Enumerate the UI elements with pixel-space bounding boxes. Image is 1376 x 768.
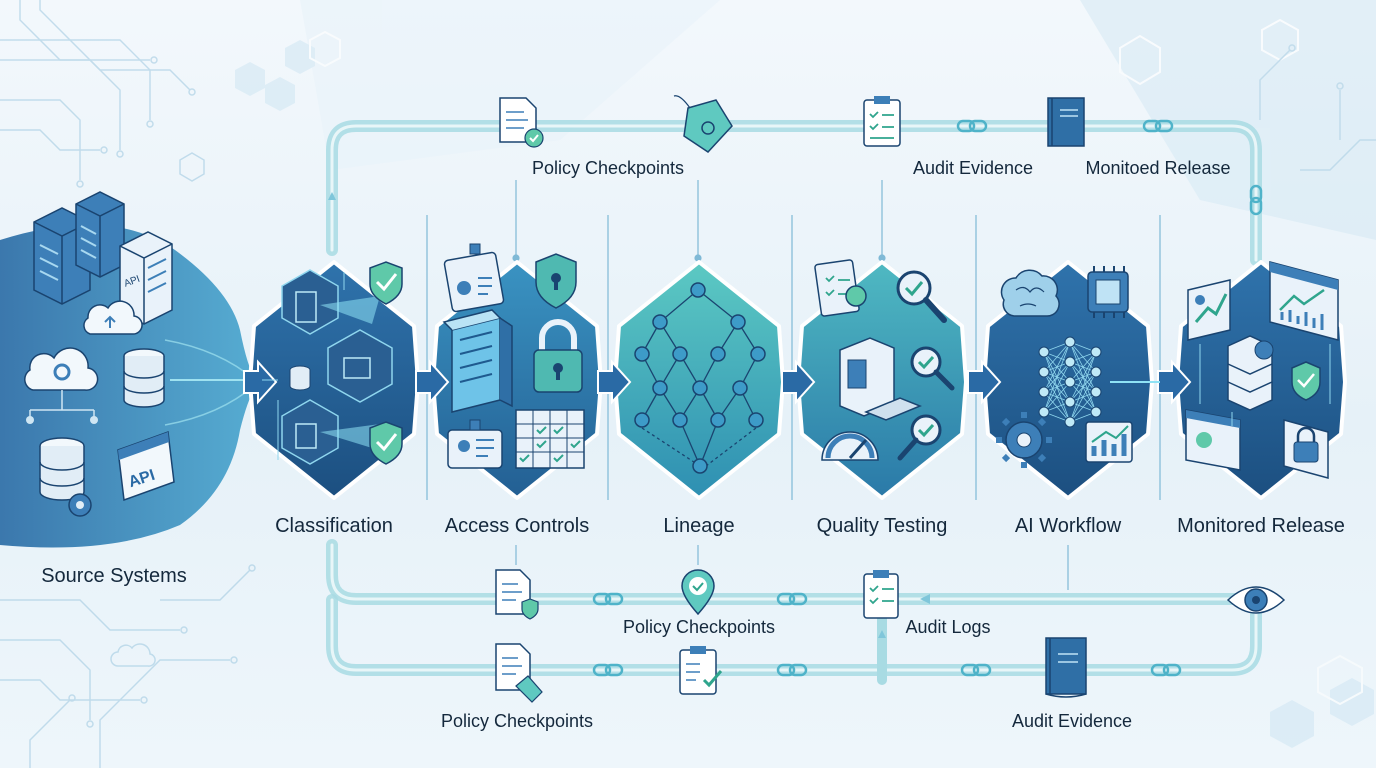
audit-clipboard-icon	[863, 96, 901, 147]
stage-arrow-2	[415, 359, 450, 405]
quality-testing-icons	[814, 259, 955, 461]
top-label-monitored-release: Monitoed Release	[1085, 158, 1231, 178]
monitored-release-icons	[1185, 261, 1339, 479]
cloud-settings-icon	[24, 347, 99, 424]
stage-label-classification: Classification	[275, 515, 393, 537]
policy-document-tag-icon	[495, 643, 543, 703]
track-arrowheads	[328, 192, 930, 638]
growth-chart-icon	[1085, 421, 1133, 463]
api-server-label: API	[123, 274, 142, 290]
track-link-markers	[592, 119, 1263, 677]
audit-log-clipboard-icon	[863, 570, 899, 619]
stage-arrows	[243, 359, 1192, 405]
top-label-audit-evidence: Audit Evidence	[912, 158, 1034, 178]
link-icon-4	[776, 592, 808, 606]
policy-tag-icon	[673, 95, 733, 153]
bottom-label-audit-evidence: Audit Evidence	[1011, 711, 1133, 731]
server-stack-icon	[1227, 335, 1274, 411]
link-icon-3	[592, 592, 624, 606]
padlock-icon	[533, 319, 583, 393]
gear-icon	[996, 412, 1052, 468]
stage-label-monitored-release: Monitored Release	[1177, 515, 1345, 537]
link-icon-1	[956, 119, 988, 133]
source-systems-block: API API	[0, 191, 260, 548]
link-icon-2	[1142, 119, 1174, 133]
id-card-icon	[443, 243, 505, 313]
connector-lines	[426, 180, 1161, 590]
ai-workflow-icons	[996, 266, 1160, 468]
link-icon-7	[960, 663, 992, 677]
eye-monitor-icon	[1226, 586, 1286, 614]
shield-check-icon-3	[1291, 361, 1321, 401]
link-icon-8	[1150, 663, 1182, 677]
api-tile-icon: API	[117, 430, 175, 502]
trend-screen-icon	[1187, 279, 1231, 341]
ai-chip-icon	[1087, 266, 1129, 318]
magnifier-check-icon	[896, 270, 947, 323]
database-gear-icon	[39, 437, 92, 517]
server-rack-icon	[33, 191, 125, 305]
stage-arrow-3	[597, 359, 632, 405]
bottom-label-audit-logs: Audit Logs	[905, 617, 991, 637]
evidence-book-icon	[1045, 637, 1087, 698]
gauge-icon	[821, 431, 879, 461]
shield-check-icon	[369, 261, 403, 305]
access-controls-icons	[442, 243, 585, 469]
analytics-window-icon	[1269, 261, 1339, 341]
stage-arrow-6	[1157, 359, 1192, 405]
api-server-icon: API	[119, 231, 173, 325]
gateway-door-icon	[442, 309, 513, 413]
bottom-label-policy-checkpoints-lower: Policy Checkpoints	[440, 711, 594, 731]
link-icon-vertical	[1249, 184, 1263, 216]
top-label-policy-checkpoints: Policy Checkpoints	[531, 158, 685, 178]
stage-label-source-systems: Source Systems	[41, 565, 187, 587]
magnifier-check-icon-3	[897, 414, 942, 461]
badge-card-icon	[447, 419, 503, 469]
stage-label-quality-testing: Quality Testing	[816, 515, 948, 537]
checklist-document-icon	[814, 259, 867, 317]
bottom-label-policy-checkpoints-upper: Policy Checkpoints	[622, 617, 776, 637]
clipboard-check-icon	[679, 646, 723, 695]
top-loop-track	[326, 120, 1262, 266]
permission-grid-icon	[515, 409, 585, 469]
link-icon-6	[776, 663, 808, 677]
brain-icon	[1000, 269, 1060, 317]
stage-label-lineage: Lineage	[663, 515, 735, 537]
lock-panel-icon	[1283, 419, 1329, 479]
database-icon	[123, 348, 165, 408]
audit-book-icon	[1047, 97, 1085, 147]
dashboard-window-icon	[1185, 409, 1241, 471]
stage-label-ai-workflow: AI Workflow	[1014, 515, 1122, 537]
classification-icons	[262, 261, 403, 465]
stage-arrow-1	[243, 359, 278, 405]
stage-arrow-5	[967, 359, 1002, 405]
cloud-upload-icon	[83, 300, 143, 335]
stage-label-access-controls: Access Controls	[444, 515, 590, 537]
link-icon-5	[592, 663, 624, 677]
neural-network-icon	[1038, 336, 1160, 428]
location-pin-check-icon	[681, 569, 715, 616]
loop-icons	[495, 95, 1286, 703]
test-machine-icon	[839, 337, 922, 421]
policy-document-check-icon	[499, 97, 544, 148]
bottom-loop-track	[326, 539, 1262, 685]
policy-document-shield-icon	[495, 569, 539, 620]
lineage-graph-icon	[634, 282, 766, 474]
magnifier-check-icon-2	[910, 346, 955, 391]
stage-arrow-4	[781, 359, 816, 405]
shield-check-icon-2	[369, 421, 403, 465]
